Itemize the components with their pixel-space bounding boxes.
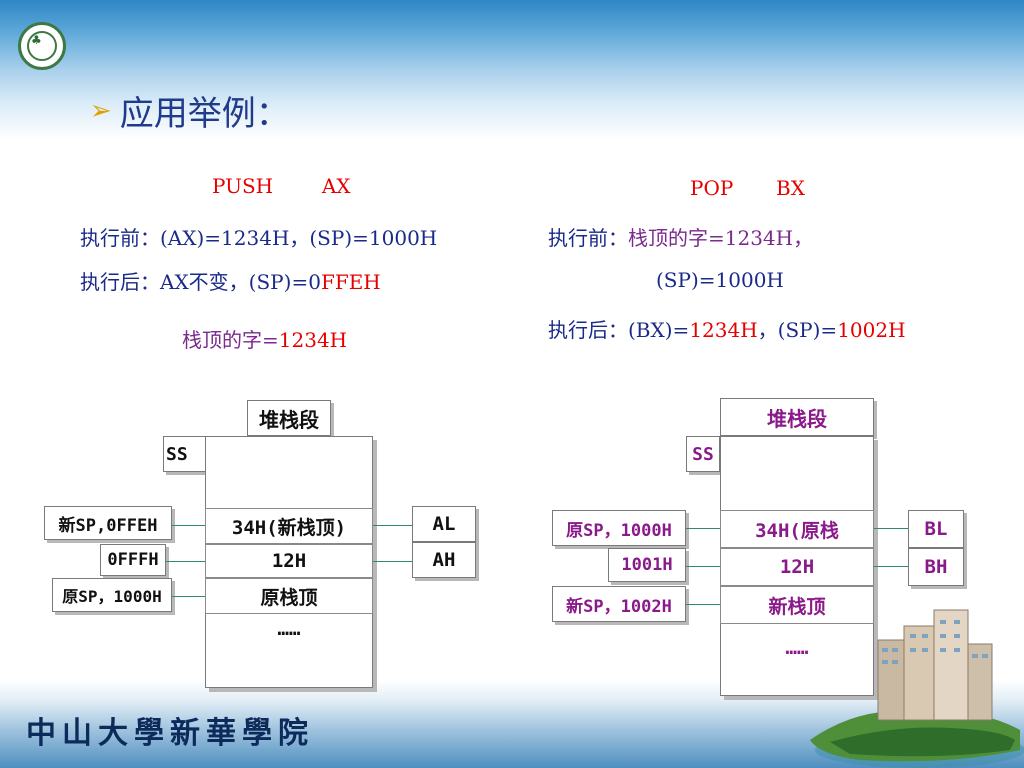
right-new-sp-label: 新SP，1002H (552, 586, 686, 622)
pop-instruction: POP BX (690, 176, 805, 200)
push-top-word: 栈顶的字=1234H (182, 324, 347, 353)
pop-before-text: 栈顶的字=1234H， (628, 226, 814, 250)
left-al-register: AL (412, 506, 476, 542)
pop-after-b: 1234H (689, 318, 758, 342)
right-cell-0: 34H(原栈 (720, 510, 874, 548)
left-old-sp-connector (172, 596, 205, 597)
pop-before-sp: (SP)=1000H (656, 268, 784, 292)
left-new-sp-label: 新SP,0FFEH (44, 506, 172, 540)
right-addr-connector (686, 566, 720, 567)
left-ah-connector (373, 561, 413, 562)
right-cell-3: …… (785, 637, 809, 659)
school-name: 中山大學新華學院 (26, 716, 314, 751)
before-text: (AX)=1234H，(SP)=1000H (160, 226, 438, 250)
left-stack-segment (205, 436, 373, 688)
slide-title: ➢ 应用举例： (90, 86, 290, 135)
right-ss-label: SS (686, 436, 720, 472)
pop-after-d: 1002H (837, 318, 906, 342)
left-new-sp-connector (172, 525, 205, 526)
pop-before-line: 执行前：栈顶的字=1234H， (548, 222, 813, 251)
after-text-b: FFEH (320, 270, 381, 294)
right-cell-2: 新栈顶 (720, 586, 874, 624)
top-word-value: 1234H (278, 328, 348, 352)
left-segment-label: 堆栈段 (247, 400, 331, 436)
pop-arg: BX (776, 176, 805, 200)
right-segment-label: 堆栈段 (720, 398, 874, 436)
left-ss-label: SS (163, 436, 207, 472)
right-bh-connector (874, 566, 908, 567)
after-label: 执行后： (80, 270, 160, 294)
right-old-sp-label: 原SP，1000H (552, 510, 686, 546)
left-addr-connector (166, 561, 205, 562)
before-label: 执行前： (80, 226, 160, 250)
top-word-label: 栈顶的字= (182, 328, 279, 352)
left-cell-1: 12H (205, 544, 373, 578)
left-al-connector (373, 525, 413, 526)
right-new-sp-connector (686, 604, 720, 605)
left-ah-register: AH (412, 542, 476, 578)
left-cell-0: 34H(新栈顶) (205, 508, 373, 544)
arrow-bullet-icon: ➢ (90, 95, 112, 126)
right-cell-1: 12H (720, 548, 874, 586)
pop-after-label: 执行后： (548, 318, 628, 342)
right-stack-segment (720, 436, 874, 696)
right-bh-register: BH (908, 548, 964, 586)
left-addr-label: 0FFFH (100, 544, 166, 576)
left-cell-2: 原栈顶 (205, 578, 373, 614)
school-logo: ♣ (18, 22, 66, 70)
right-bl-connector (874, 528, 908, 529)
push-after-line: 执行后：AX不变，(SP)=0FFEH (80, 266, 381, 295)
left-cell-3: …… (277, 618, 301, 640)
push-instruction: PUSH AX (212, 174, 351, 198)
pop-op: POP (690, 176, 734, 200)
pop-before-label: 执行前： (548, 226, 628, 250)
after-text-a: AX不变，(SP)=0 (160, 270, 321, 294)
campus-island-image (810, 609, 1024, 768)
pop-after-c: ，(SP)= (757, 318, 838, 342)
right-old-sp-connector (686, 528, 720, 529)
push-before-line: 执行前：(AX)=1234H，(SP)=1000H (80, 222, 437, 251)
pop-after-a: (BX)= (628, 318, 690, 342)
slide-title-text: 应用举例： (119, 94, 290, 134)
pop-after-line: 执行后：(BX)=1234H，(SP)=1002H (548, 314, 906, 343)
tree-icon: ♣ (31, 33, 42, 47)
right-addr-label: 1001H (608, 548, 686, 582)
right-bl-register: BL (908, 510, 964, 548)
push-op: PUSH (212, 174, 274, 198)
push-arg: AX (321, 174, 351, 198)
left-old-sp-label: 原SP，1000H (52, 578, 172, 612)
